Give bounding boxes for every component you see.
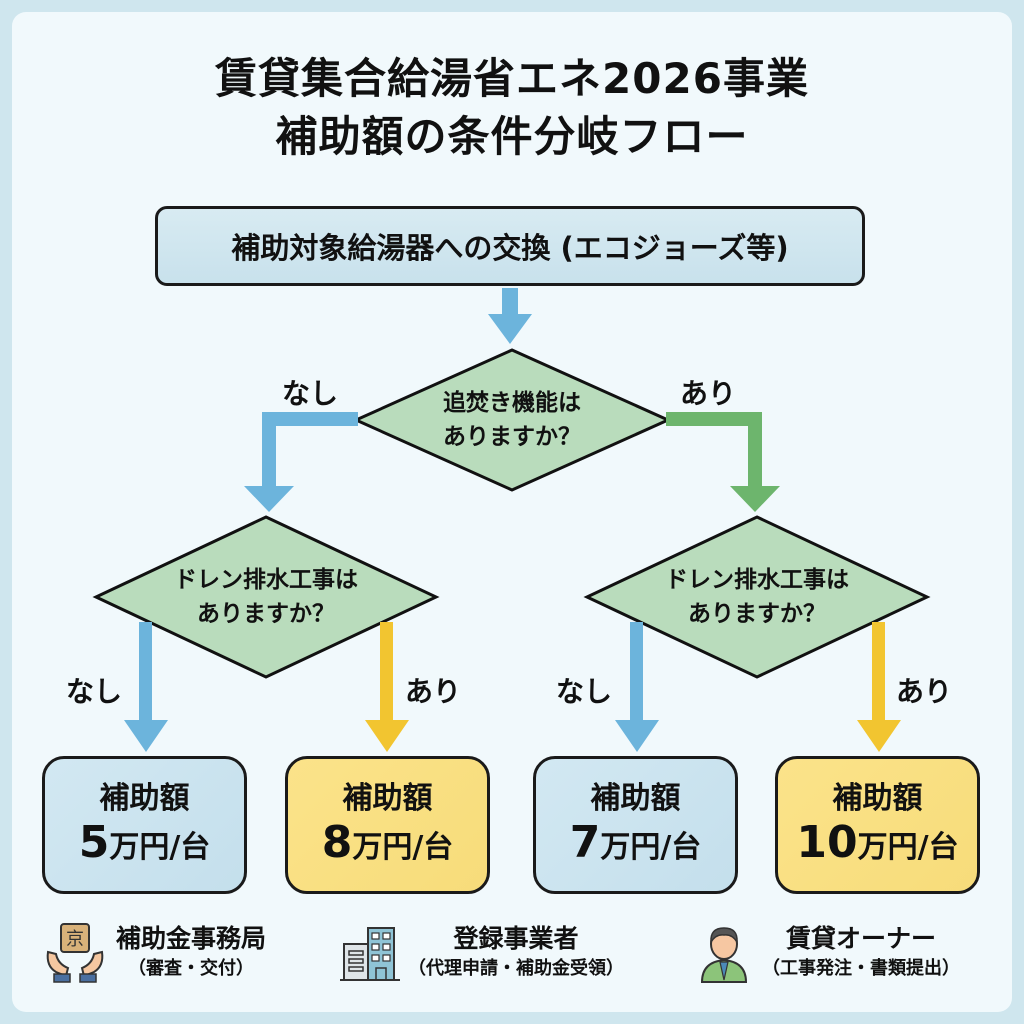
start-node: 補助対象給湯器への交換 (エコジョーズ等) bbox=[155, 206, 865, 286]
legend-item-owner: 賃貸オーナー （工事発注・書類提出） bbox=[696, 922, 960, 984]
result-amount-unit: 万円/台 bbox=[352, 829, 454, 865]
result-amount-unit: 万円/台 bbox=[109, 829, 211, 865]
arrow-reheat-yes bbox=[666, 412, 780, 512]
decision-diamond-reheat bbox=[352, 348, 672, 492]
start-node-label: 補助対象給湯器への交換 (エコジョーズ等) bbox=[231, 231, 789, 265]
result-label: 補助額 bbox=[99, 780, 190, 816]
legend-item-contractor: 登録事業者 （代理申請・補助金受領） bbox=[340, 922, 624, 984]
result-box-10man: 補助額 10万円/台 bbox=[775, 756, 980, 894]
legend-text-contractor: 登録事業者 （代理申請・補助金受領） bbox=[408, 923, 624, 983]
branch-label-left-yes: あり bbox=[405, 675, 462, 708]
arrow-right-no bbox=[615, 622, 659, 752]
person-owner-icon bbox=[700, 927, 748, 983]
legend-role: （審査・交付） bbox=[128, 958, 254, 979]
result-box-7man: 補助額 7万円/台 bbox=[533, 756, 738, 894]
result-amount-number: 7 bbox=[569, 816, 601, 868]
decision-drain-left-text: ドレン排水工事は ありますか？ bbox=[146, 563, 386, 631]
result-amount-number: 8 bbox=[321, 816, 353, 868]
decision-drain-right-line2: ありますか？ bbox=[688, 601, 826, 627]
result-amount-number: 10 bbox=[796, 816, 858, 868]
decision-reheat-line1: 追焚き機能は bbox=[443, 390, 581, 416]
hands-holding-seal-icon: 京 bbox=[46, 923, 104, 983]
office-building-icon bbox=[340, 927, 400, 981]
arrow-reheat-no bbox=[244, 412, 358, 512]
result-amount: 5万円/台 bbox=[78, 816, 211, 872]
decision-reheat-text: 追焚き機能は ありますか？ bbox=[392, 386, 632, 454]
branch-label-reheat-yes: あり bbox=[680, 377, 737, 410]
result-amount-unit: 万円/台 bbox=[857, 829, 959, 865]
arrow-left-no bbox=[124, 622, 168, 752]
decision-drain-right-text: ドレン排水工事は ありますか？ bbox=[637, 563, 877, 631]
result-label: 補助額 bbox=[342, 780, 433, 816]
legend-name: 賃貸オーナー bbox=[785, 924, 936, 953]
result-label: 補助額 bbox=[590, 780, 681, 816]
legend-role: （工事発注・書類提出） bbox=[762, 958, 960, 979]
legend-name: 登録事業者 bbox=[453, 924, 579, 953]
result-label: 補助額 bbox=[832, 780, 923, 816]
result-box-8man: 補助額 8万円/台 bbox=[285, 756, 490, 894]
branch-label-reheat-no: なし bbox=[282, 377, 339, 410]
result-amount: 8万円/台 bbox=[321, 816, 454, 872]
result-amount-unit: 万円/台 bbox=[600, 829, 702, 865]
legend-role: （代理申請・補助金受領） bbox=[408, 958, 624, 979]
branch-label-left-no: なし bbox=[66, 675, 123, 708]
svg-text:京: 京 bbox=[66, 929, 84, 950]
branch-label-right-no: なし bbox=[556, 675, 613, 708]
decision-diamond-drain-left bbox=[92, 515, 440, 679]
arrow-start-to-reheat bbox=[488, 288, 532, 344]
decision-drain-right-line1: ドレン排水工事は bbox=[665, 567, 849, 593]
arrow-left-yes bbox=[365, 622, 409, 752]
result-amount: 10万円/台 bbox=[796, 816, 959, 872]
decision-drain-left-line1: ドレン排水工事は bbox=[174, 567, 358, 593]
legend-name: 補助金事務局 bbox=[116, 924, 267, 953]
result-amount: 7万円/台 bbox=[569, 816, 702, 872]
legend-text-owner: 賃貸オーナー （工事発注・書類提出） bbox=[762, 923, 960, 983]
result-box-5man: 補助額 5万円/台 bbox=[42, 756, 247, 894]
page-title-line1: 賃貸集合給湯省エネ2026事業 bbox=[215, 54, 809, 103]
decision-diamond-drain-right bbox=[583, 515, 931, 679]
decision-reheat-line2: ありますか？ bbox=[443, 424, 581, 450]
legend-text-secretariat: 補助金事務局 （審査・交付） bbox=[116, 923, 266, 983]
page-title-line2: 補助額の条件分岐フロー bbox=[275, 112, 749, 161]
legend-item-secretariat: 京 補助金事務局 （審査・交付） bbox=[44, 922, 266, 984]
decision-drain-left-line2: ありますか？ bbox=[197, 601, 335, 627]
arrow-right-yes bbox=[857, 622, 901, 752]
branch-label-right-yes: あり bbox=[896, 675, 953, 708]
result-amount-number: 5 bbox=[78, 816, 110, 868]
